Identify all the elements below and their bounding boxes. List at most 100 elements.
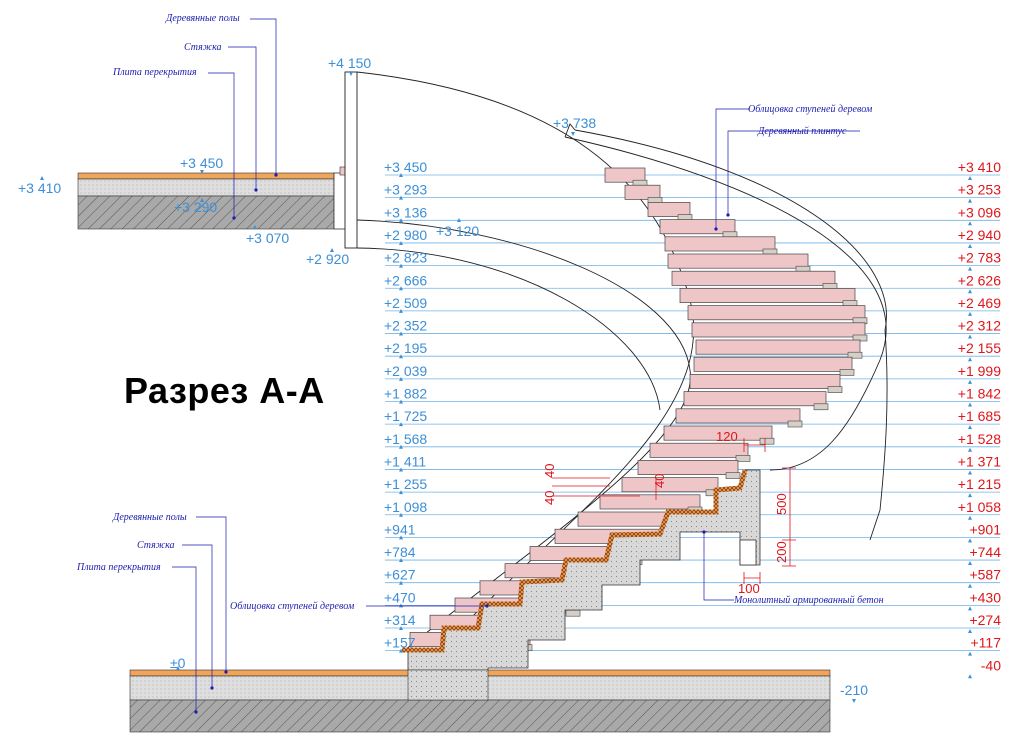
level-marker <box>968 357 972 362</box>
step-cladding-block <box>691 322 866 338</box>
step-tread-nosing <box>847 351 863 359</box>
right-level-label: +2 783 <box>958 250 1001 266</box>
left-level-label: +1 725 <box>384 408 427 424</box>
step-cladding-block <box>647 202 691 217</box>
level-marker <box>399 490 403 495</box>
level-marker <box>968 334 972 339</box>
level-marker <box>968 243 972 248</box>
step-cladding-block <box>675 408 801 424</box>
right-level-label: +2 312 <box>958 318 1001 334</box>
left-level-label: +941 <box>384 521 416 537</box>
mark-3738: +3 738 <box>553 115 596 131</box>
level-marker <box>968 402 972 407</box>
left-level-label: +1 098 <box>384 499 427 515</box>
step-tread-nosing <box>787 420 803 428</box>
right-level-label: +3 410 <box>958 159 1001 175</box>
level-marker <box>968 289 972 294</box>
level-marker <box>399 240 403 245</box>
lower-floor-slab <box>129 669 831 733</box>
level-marker <box>968 515 972 520</box>
level-marker <box>399 308 403 313</box>
level-marker <box>968 538 972 543</box>
right-level-label: +1 842 <box>958 386 1001 402</box>
level-marker <box>968 629 972 633</box>
right-level-label: +587 <box>969 567 1001 583</box>
left-level-label: +784 <box>384 544 416 560</box>
step-tread-nosing <box>813 403 829 411</box>
level-marker <box>968 651 972 656</box>
note-bottom-screed: Стяжка <box>137 540 175 551</box>
step-cladding-block <box>695 339 861 355</box>
right-level-label: +117 <box>971 635 1002 651</box>
step-cladding-block <box>621 477 719 493</box>
left-level-label: +2 980 <box>384 227 427 243</box>
step-cladding-block <box>637 460 739 475</box>
step-cladding-block <box>687 305 866 321</box>
dim-120: 120 <box>716 429 738 444</box>
left-level-label: +2 509 <box>384 295 427 311</box>
level-marker <box>968 266 972 271</box>
mark-3450: +3 450 <box>180 155 223 171</box>
level-marker <box>399 422 403 427</box>
note-top-screed: Стяжка <box>184 42 222 53</box>
step-cladding-block <box>683 391 827 407</box>
right-level-label: +3 253 <box>958 182 1001 198</box>
left-level-label: +157 <box>384 635 416 651</box>
level-marker <box>399 286 403 291</box>
step-cladding-block <box>679 288 856 303</box>
right-level-label: +430 <box>969 589 1001 605</box>
step-cladding-block <box>604 167 646 183</box>
annotations <box>172 18 860 712</box>
left-level-label: +314 <box>384 612 416 628</box>
level-marker <box>399 376 403 381</box>
mark-3290: +3 290 <box>174 199 217 215</box>
right-level-label: +2 626 <box>958 272 1001 288</box>
level-marker <box>968 561 972 566</box>
mark-4150: +4 150 <box>328 55 371 71</box>
step-cladding-block <box>689 374 841 389</box>
level-marker <box>399 263 403 268</box>
note-concrete: Монолитный армированный бетон <box>733 595 884 606</box>
note-skirting: Деревянный плинтус <box>757 126 847 137</box>
right-level-label: +2 940 <box>958 227 1001 243</box>
left-level-label: +470 <box>384 589 416 605</box>
left-level-label: +1 255 <box>384 476 427 492</box>
mark-3410: +3 410 <box>18 180 61 196</box>
right-level-label: +2 469 <box>958 295 1001 311</box>
right-level-label: +1 999 <box>958 363 1001 379</box>
step-cladding-block <box>693 356 853 372</box>
right-level-label: +1 371 <box>958 453 1001 469</box>
left-level-label: +2 195 <box>384 340 427 356</box>
right-level-label: +1 528 <box>958 431 1001 447</box>
right-level-label: +1 215 <box>958 476 1001 492</box>
section-title: Разрез А-А <box>124 370 325 411</box>
level-marker <box>399 580 403 585</box>
right-level-label: +744 <box>969 544 1001 560</box>
mark-3070: +3 070 <box>246 230 289 246</box>
level-marker <box>399 399 403 404</box>
right-level-label: +3 096 <box>958 204 1001 220</box>
dim-200: 200 <box>774 541 789 563</box>
level-marker <box>399 195 403 200</box>
level-marker <box>968 606 972 611</box>
upper-floor-slab <box>77 166 351 230</box>
left-level-label: +3 450 <box>384 159 427 175</box>
dim-100: 100 <box>738 581 760 596</box>
right-level-label: +1 685 <box>958 408 1001 424</box>
dim-40-c: 40 <box>652 474 667 488</box>
note-top-slab: Плита перекрытия <box>112 67 197 78</box>
dim-500: 500 <box>774 493 789 515</box>
dimensions <box>552 438 796 584</box>
step-tread-nosing <box>725 472 741 479</box>
level-marker <box>399 173 403 177</box>
step-cladding-block <box>624 184 661 200</box>
right-level-label: +901 <box>969 521 1001 537</box>
note-bottom-cladding: Облицовка ступеней деревом <box>230 601 355 612</box>
note-step-cladding: Облицовка ступеней деревом <box>748 104 873 115</box>
level-marker <box>968 583 972 588</box>
left-level-label: +1 882 <box>384 386 427 402</box>
note-bottom-slab: Плита перекрытия <box>76 562 161 573</box>
level-marker <box>399 218 403 223</box>
left-level-label: +2 823 <box>384 250 427 266</box>
